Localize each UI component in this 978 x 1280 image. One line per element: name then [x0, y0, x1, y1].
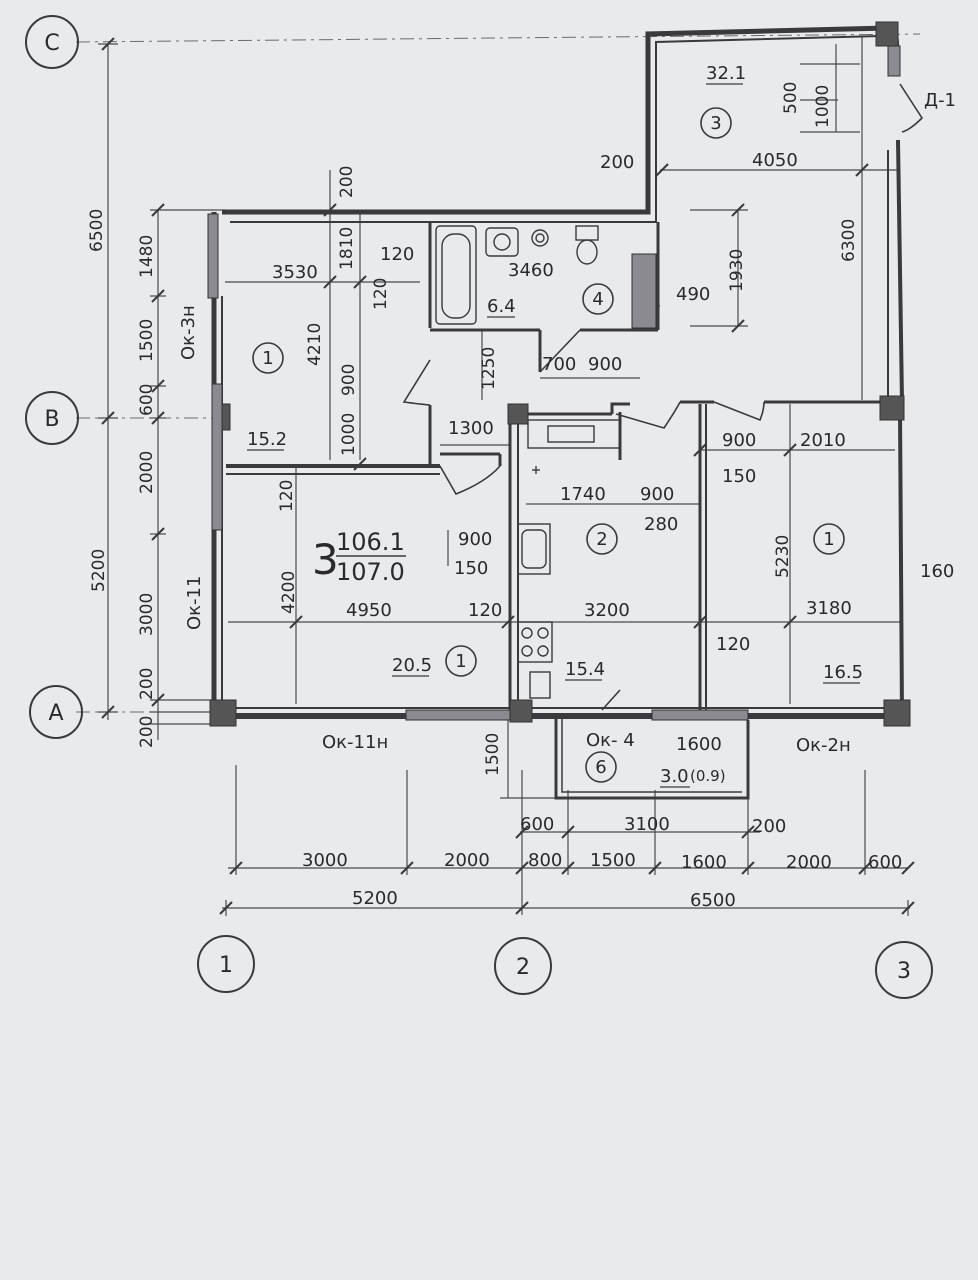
- room-num-1a: 1: [262, 348, 273, 369]
- dim-1000a: 1000: [339, 413, 359, 456]
- axis-markers: [25, 15, 933, 999]
- dim-120c: 120: [277, 480, 297, 512]
- room-num-1c: 1: [823, 529, 834, 550]
- room-area-1b: 20.5: [392, 655, 432, 676]
- dim-900b: 900: [588, 354, 622, 375]
- dim-6300: 6300: [839, 219, 859, 262]
- dim-balcony-1500: 1500: [483, 733, 503, 776]
- dim-150a: 150: [722, 466, 756, 487]
- dim-5230: 5230: [773, 535, 793, 578]
- dim-1810: 1810: [337, 227, 357, 270]
- dim-1600: 1600: [676, 734, 722, 755]
- window-label-ok11n: Ок-11н: [322, 732, 388, 753]
- dim-1930: 1930: [727, 249, 747, 292]
- room-area-6: 3.0: [660, 766, 689, 787]
- dim-left-6500: 6500: [87, 209, 107, 252]
- dim-left-200b: 200: [137, 716, 157, 748]
- dim-left-5200: 5200: [89, 549, 109, 592]
- dim-1300: 1300: [448, 418, 494, 439]
- dim-balcony-200: 200: [752, 816, 786, 837]
- room-num-4: 4: [592, 289, 603, 310]
- walls: [211, 25, 910, 800]
- dim-4950: 4950: [346, 600, 392, 621]
- axis-label-b: B: [44, 407, 59, 432]
- dim-120e: 120: [716, 634, 750, 655]
- axis-label-1: 1: [219, 953, 233, 978]
- axis-label-2: 2: [516, 955, 530, 980]
- dim-bottom-5200: 5200: [352, 888, 398, 909]
- window-label-ok3n: Ок-3н: [178, 305, 199, 360]
- dim-900a: 900: [339, 364, 359, 396]
- dim-bottom-2000b: 2000: [786, 852, 832, 873]
- apartment-area-total: 107.0: [336, 558, 405, 586]
- door-label-d1: Д-1: [924, 90, 956, 111]
- dim-120a: 120: [380, 244, 414, 265]
- axis-label-3: 3: [897, 959, 911, 984]
- axis-label-c: C: [44, 31, 59, 56]
- dim-bottom-6500: 6500: [690, 890, 736, 911]
- dim-2010: 2010: [800, 430, 846, 451]
- dim-3460: 3460: [508, 260, 554, 281]
- window-label-ok4: Ок- 4: [586, 730, 635, 751]
- dim-bottom-1500: 1500: [590, 850, 636, 871]
- room-num-3: 3: [710, 113, 721, 134]
- dim-left-1500: 1500: [137, 319, 157, 362]
- room-area-1a: 15.2: [247, 429, 287, 450]
- dim-3180: 3180: [806, 598, 852, 619]
- windows: [207, 45, 901, 721]
- apartment-area-living: 106.1: [336, 528, 405, 556]
- dim-left-600: 600: [137, 384, 157, 416]
- dim-120b: 120: [371, 278, 391, 310]
- plumbing-fixtures: [435, 225, 621, 699]
- dim-3530: 3530: [272, 262, 318, 283]
- dim-490: 490: [676, 284, 710, 305]
- dim-bottom-600: 600: [868, 852, 902, 873]
- dim-4210: 4210: [305, 323, 325, 366]
- dim-200b: 200: [600, 152, 634, 173]
- room-num-2: 2: [596, 529, 607, 550]
- dim-balcony-600: 600: [520, 814, 554, 835]
- room-area-6-alt: (0.9): [690, 767, 726, 785]
- dim-900c: 900: [722, 430, 756, 451]
- dim-bottom-800: 800: [528, 850, 562, 871]
- room-area-3: 32.1: [706, 63, 746, 84]
- room-number-circles: [252, 107, 845, 783]
- dim-1000b: 1000: [813, 85, 833, 128]
- dim-500: 500: [781, 82, 801, 114]
- dim-bottom-3000: 3000: [302, 850, 348, 871]
- dim-bottom-1600: 1600: [681, 852, 727, 873]
- dim-left-3000: 3000: [137, 593, 157, 636]
- dim-900e: 900: [458, 529, 492, 550]
- dim-700: 700: [542, 354, 576, 375]
- apartment-rooms-count: 3: [312, 535, 339, 584]
- dim-left-1480: 1480: [137, 235, 157, 278]
- room-area-1c: 16.5: [823, 662, 863, 683]
- dim-900d: 900: [640, 484, 674, 505]
- columns: [209, 21, 911, 727]
- dim-left-2000: 2000: [137, 451, 157, 494]
- room-num-1b: 1: [455, 651, 466, 672]
- dim-3200: 3200: [584, 600, 630, 621]
- doors: [402, 83, 924, 711]
- dim-bottom-2000a: 2000: [444, 850, 490, 871]
- dim-1740: 1740: [560, 484, 606, 505]
- window-label-ok11: Ок-11: [184, 576, 205, 630]
- dim-150b: 150: [454, 558, 488, 579]
- dim-4050: 4050: [752, 150, 798, 171]
- dim-4200: 4200: [279, 571, 299, 614]
- dim-280: 280: [644, 514, 678, 535]
- dim-160: 160: [920, 561, 954, 582]
- room-area-2: 15.4: [565, 659, 605, 680]
- axis-label-a: A: [48, 701, 63, 726]
- dim-left-200a: 200: [137, 668, 157, 700]
- dim-balcony-3100: 3100: [624, 814, 670, 835]
- dim-1250: 1250: [479, 347, 499, 390]
- room-area-4: 6.4: [487, 296, 516, 317]
- window-label-ok2n: Ок-2н: [796, 735, 851, 756]
- dim-200-top: 200: [337, 166, 357, 198]
- room-num-6: 6: [595, 757, 606, 778]
- dim-120d: 120: [468, 600, 502, 621]
